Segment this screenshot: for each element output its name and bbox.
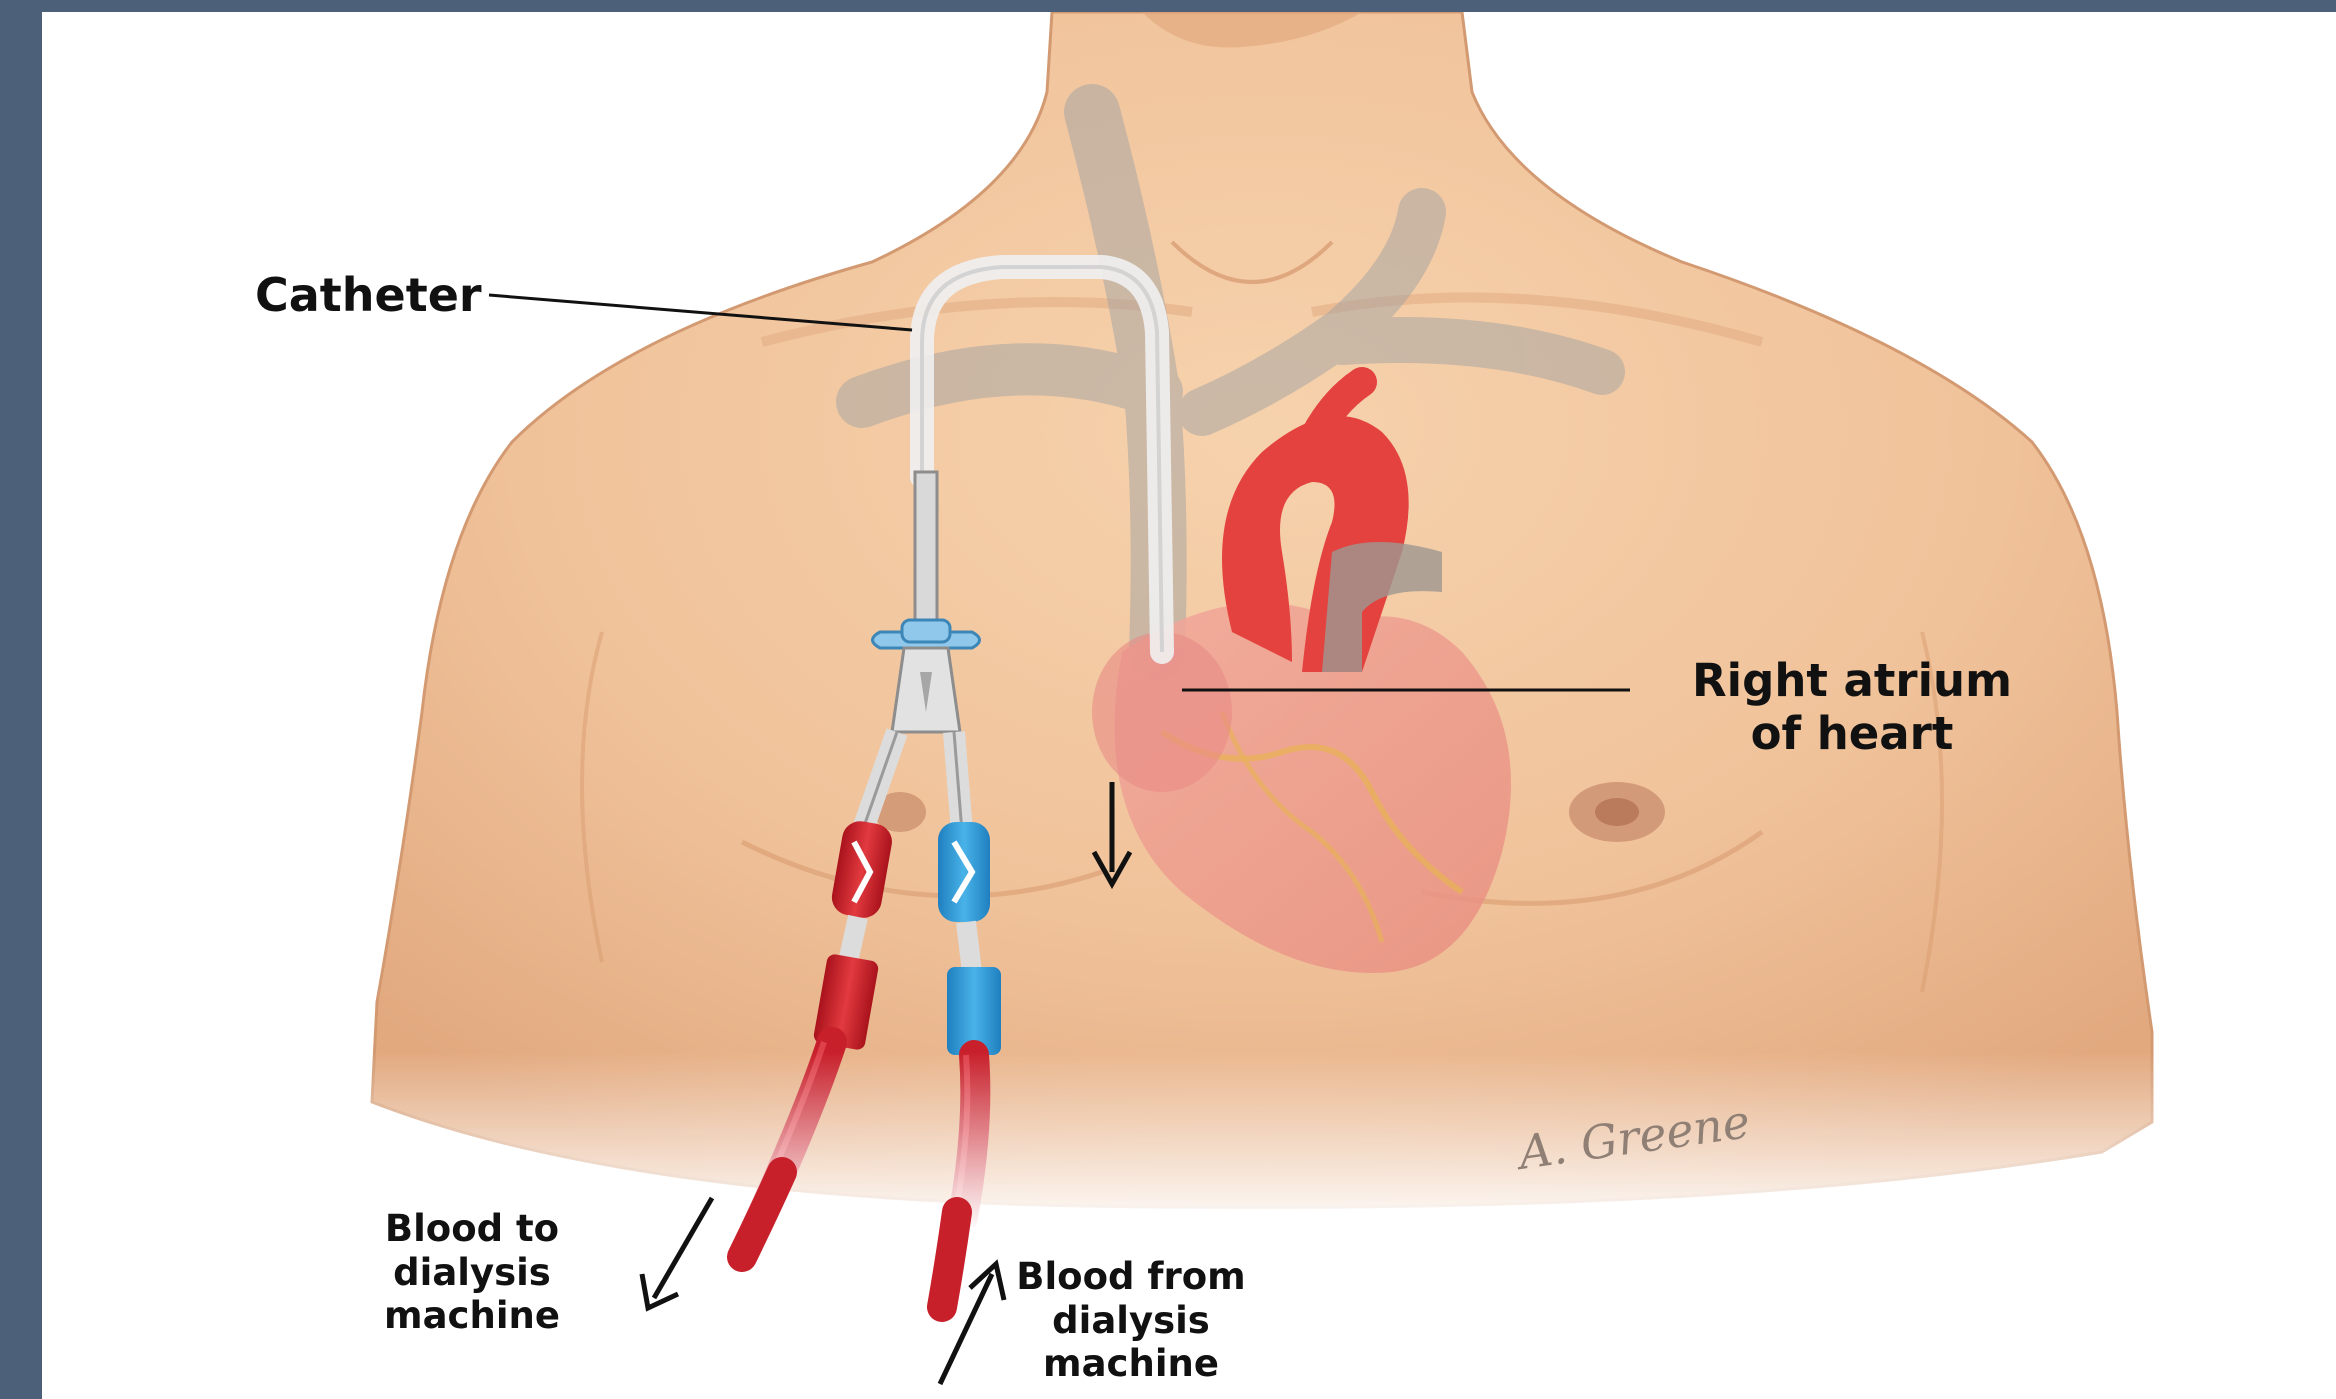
- blood-to-label-line-1: Blood to: [372, 1207, 572, 1251]
- right-nipple-inner: [1595, 798, 1639, 826]
- blood-to-label-line-3: machine: [372, 1294, 572, 1338]
- catheter-label: Catheter: [255, 268, 482, 322]
- right-atrium-label: Right atrium of heart: [1642, 654, 2062, 760]
- blood-from-dialysis-label: Blood from dialysis machine: [996, 1255, 1266, 1386]
- blood-from-label-line-3: machine: [996, 1342, 1266, 1386]
- right-atrium-label-line-1: Right atrium: [1642, 654, 2062, 707]
- blood-to-dialysis-label: Blood to dialysis machine: [372, 1207, 572, 1338]
- catheter-hub: [915, 472, 937, 632]
- right-atrium-label-line-2: of heart: [1642, 707, 2062, 760]
- blood-from-label-line-2: dialysis: [996, 1299, 1266, 1343]
- illustration-frame: Catheter Right atrium of heart Blood to …: [42, 12, 2336, 1399]
- blood-from-label-line-1: Blood from: [996, 1255, 1266, 1299]
- catheter-label-text: Catheter: [255, 268, 482, 322]
- blood-to-label-line-2: dialysis: [372, 1251, 572, 1295]
